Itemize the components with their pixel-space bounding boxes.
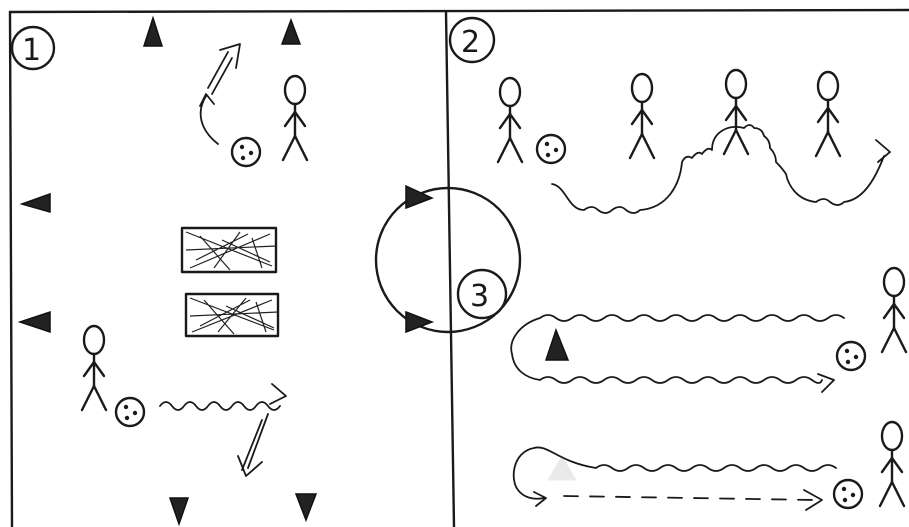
halfway-line bbox=[444, 10, 456, 527]
ball-icon bbox=[230, 136, 262, 168]
cone-icon bbox=[547, 455, 577, 481]
ball-icon bbox=[535, 133, 567, 165]
section-1-label: 1 bbox=[22, 33, 41, 68]
field-frame bbox=[8, 8, 909, 527]
cone-icon bbox=[405, 184, 434, 210]
ball-icon bbox=[835, 340, 867, 372]
section-2-label: 2 bbox=[461, 25, 480, 60]
cone-icon bbox=[405, 310, 435, 334]
section-1: 1 bbox=[10, 15, 318, 527]
dribble-path bbox=[512, 446, 837, 507]
cone-icon bbox=[142, 15, 164, 47]
pass-arrow-head bbox=[803, 489, 823, 511]
section-3-label: 3 bbox=[470, 279, 489, 314]
player-icon bbox=[496, 76, 524, 164]
pass-arrow bbox=[199, 93, 219, 145]
player-icon bbox=[878, 420, 906, 508]
cone-icon bbox=[17, 310, 51, 334]
dribble-path bbox=[159, 383, 287, 411]
ball-icon bbox=[114, 396, 146, 428]
cone-icon bbox=[280, 17, 302, 45]
player-icon bbox=[880, 266, 908, 354]
player-icon bbox=[722, 68, 750, 156]
cone-icon bbox=[168, 497, 190, 527]
pass-arrow bbox=[207, 43, 241, 95]
player-icon bbox=[80, 324, 108, 412]
ball-icon bbox=[832, 478, 864, 510]
section-3: 3 bbox=[456, 266, 908, 511]
pass-arrow bbox=[563, 495, 817, 501]
section-3-badge bbox=[456, 268, 508, 320]
dribble-path bbox=[510, 314, 845, 393]
section-2: 2 bbox=[448, 16, 891, 214]
player-icon bbox=[814, 70, 842, 158]
player-icon bbox=[628, 72, 656, 160]
cone-icon bbox=[544, 327, 570, 361]
cone-icon bbox=[19, 192, 51, 213]
mini-goal-icon bbox=[180, 226, 278, 274]
section-1-badge bbox=[10, 25, 56, 71]
player-icon bbox=[281, 74, 309, 162]
pass-arrow bbox=[237, 413, 269, 477]
centre-circle bbox=[374, 184, 522, 334]
mini-goal-icon bbox=[184, 292, 280, 338]
cone-icon bbox=[294, 493, 318, 523]
dribble-path bbox=[551, 124, 891, 214]
section-2-badge bbox=[448, 16, 496, 64]
